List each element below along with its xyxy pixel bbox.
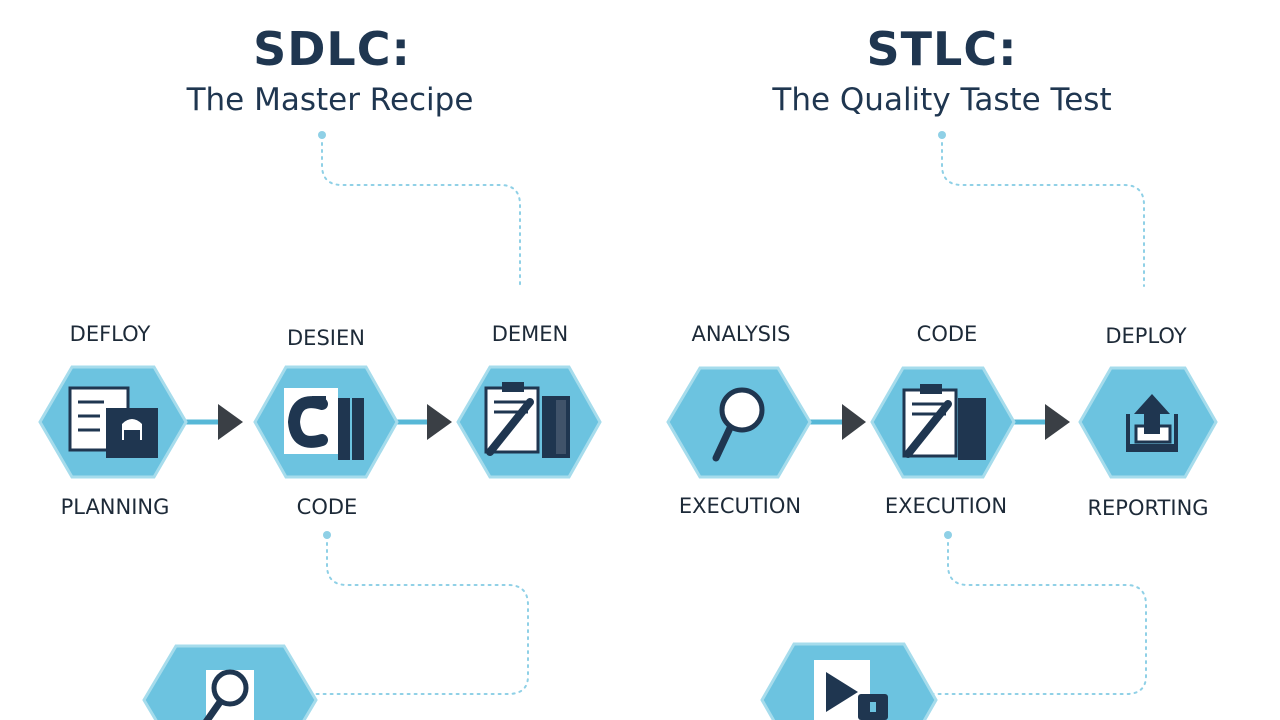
dotted-connectors: [315, 135, 1147, 695]
stlc-subtitle: The Quality Taste Test: [772, 82, 1112, 118]
stage-bottom-label: EXECUTION: [884, 494, 1008, 518]
connector-dot: [938, 131, 946, 139]
stlc-bottom-stage: [760, 642, 938, 720]
stage-top-label: DEPLOY: [1105, 324, 1187, 348]
sdlc-subtitle: The Master Recipe: [186, 82, 474, 118]
connector-dot: [318, 131, 326, 139]
stage-top-label: CODE: [916, 322, 978, 346]
code-bracket-icon: [284, 388, 364, 460]
magnifier-icon: [712, 387, 765, 462]
stage-top-label: DEFLOY: [69, 322, 151, 346]
magnifier-icon: [203, 669, 254, 720]
stage-bottom-label: REPORTING: [1087, 496, 1209, 520]
stage-top-label: DEMEN: [491, 322, 569, 346]
play-icon: [814, 660, 888, 720]
stage-top-label: DESIEN: [287, 326, 365, 350]
arrow-right-icon: [1045, 404, 1070, 440]
connector-dot: [944, 531, 952, 539]
stlc-title-connector: [941, 135, 1145, 287]
clipboard-pen-icon: [484, 382, 570, 458]
stage-bottom-label: EXECUTION: [678, 494, 802, 518]
document-bag-icon: [68, 386, 158, 458]
sdlc-bottom-stage: [142, 644, 318, 720]
upload-tray-icon: [1126, 394, 1178, 452]
sdlc-title: SDLC:: [253, 22, 411, 76]
sdlc-title-connector: [321, 135, 521, 287]
sdlc-bottom-connector: [315, 535, 529, 695]
stage-bottom-label: CODE: [296, 495, 358, 519]
sdlc-flow: [38, 365, 602, 479]
connector-dots: [318, 131, 952, 539]
stlc-bottom-connector: [929, 535, 1147, 695]
stage-top-label: ANALYSIS: [691, 322, 791, 346]
arrow-right-icon: [218, 404, 243, 440]
arrow-right-icon: [842, 404, 866, 440]
stlc-title: STLC:: [866, 22, 1018, 76]
clipboard-pen-icon: [902, 384, 986, 460]
connector-dot: [323, 531, 331, 539]
arrow-right-icon: [427, 404, 452, 440]
stage-bottom-label: PLANNING: [60, 495, 170, 519]
stlc-flow: [666, 366, 1218, 479]
